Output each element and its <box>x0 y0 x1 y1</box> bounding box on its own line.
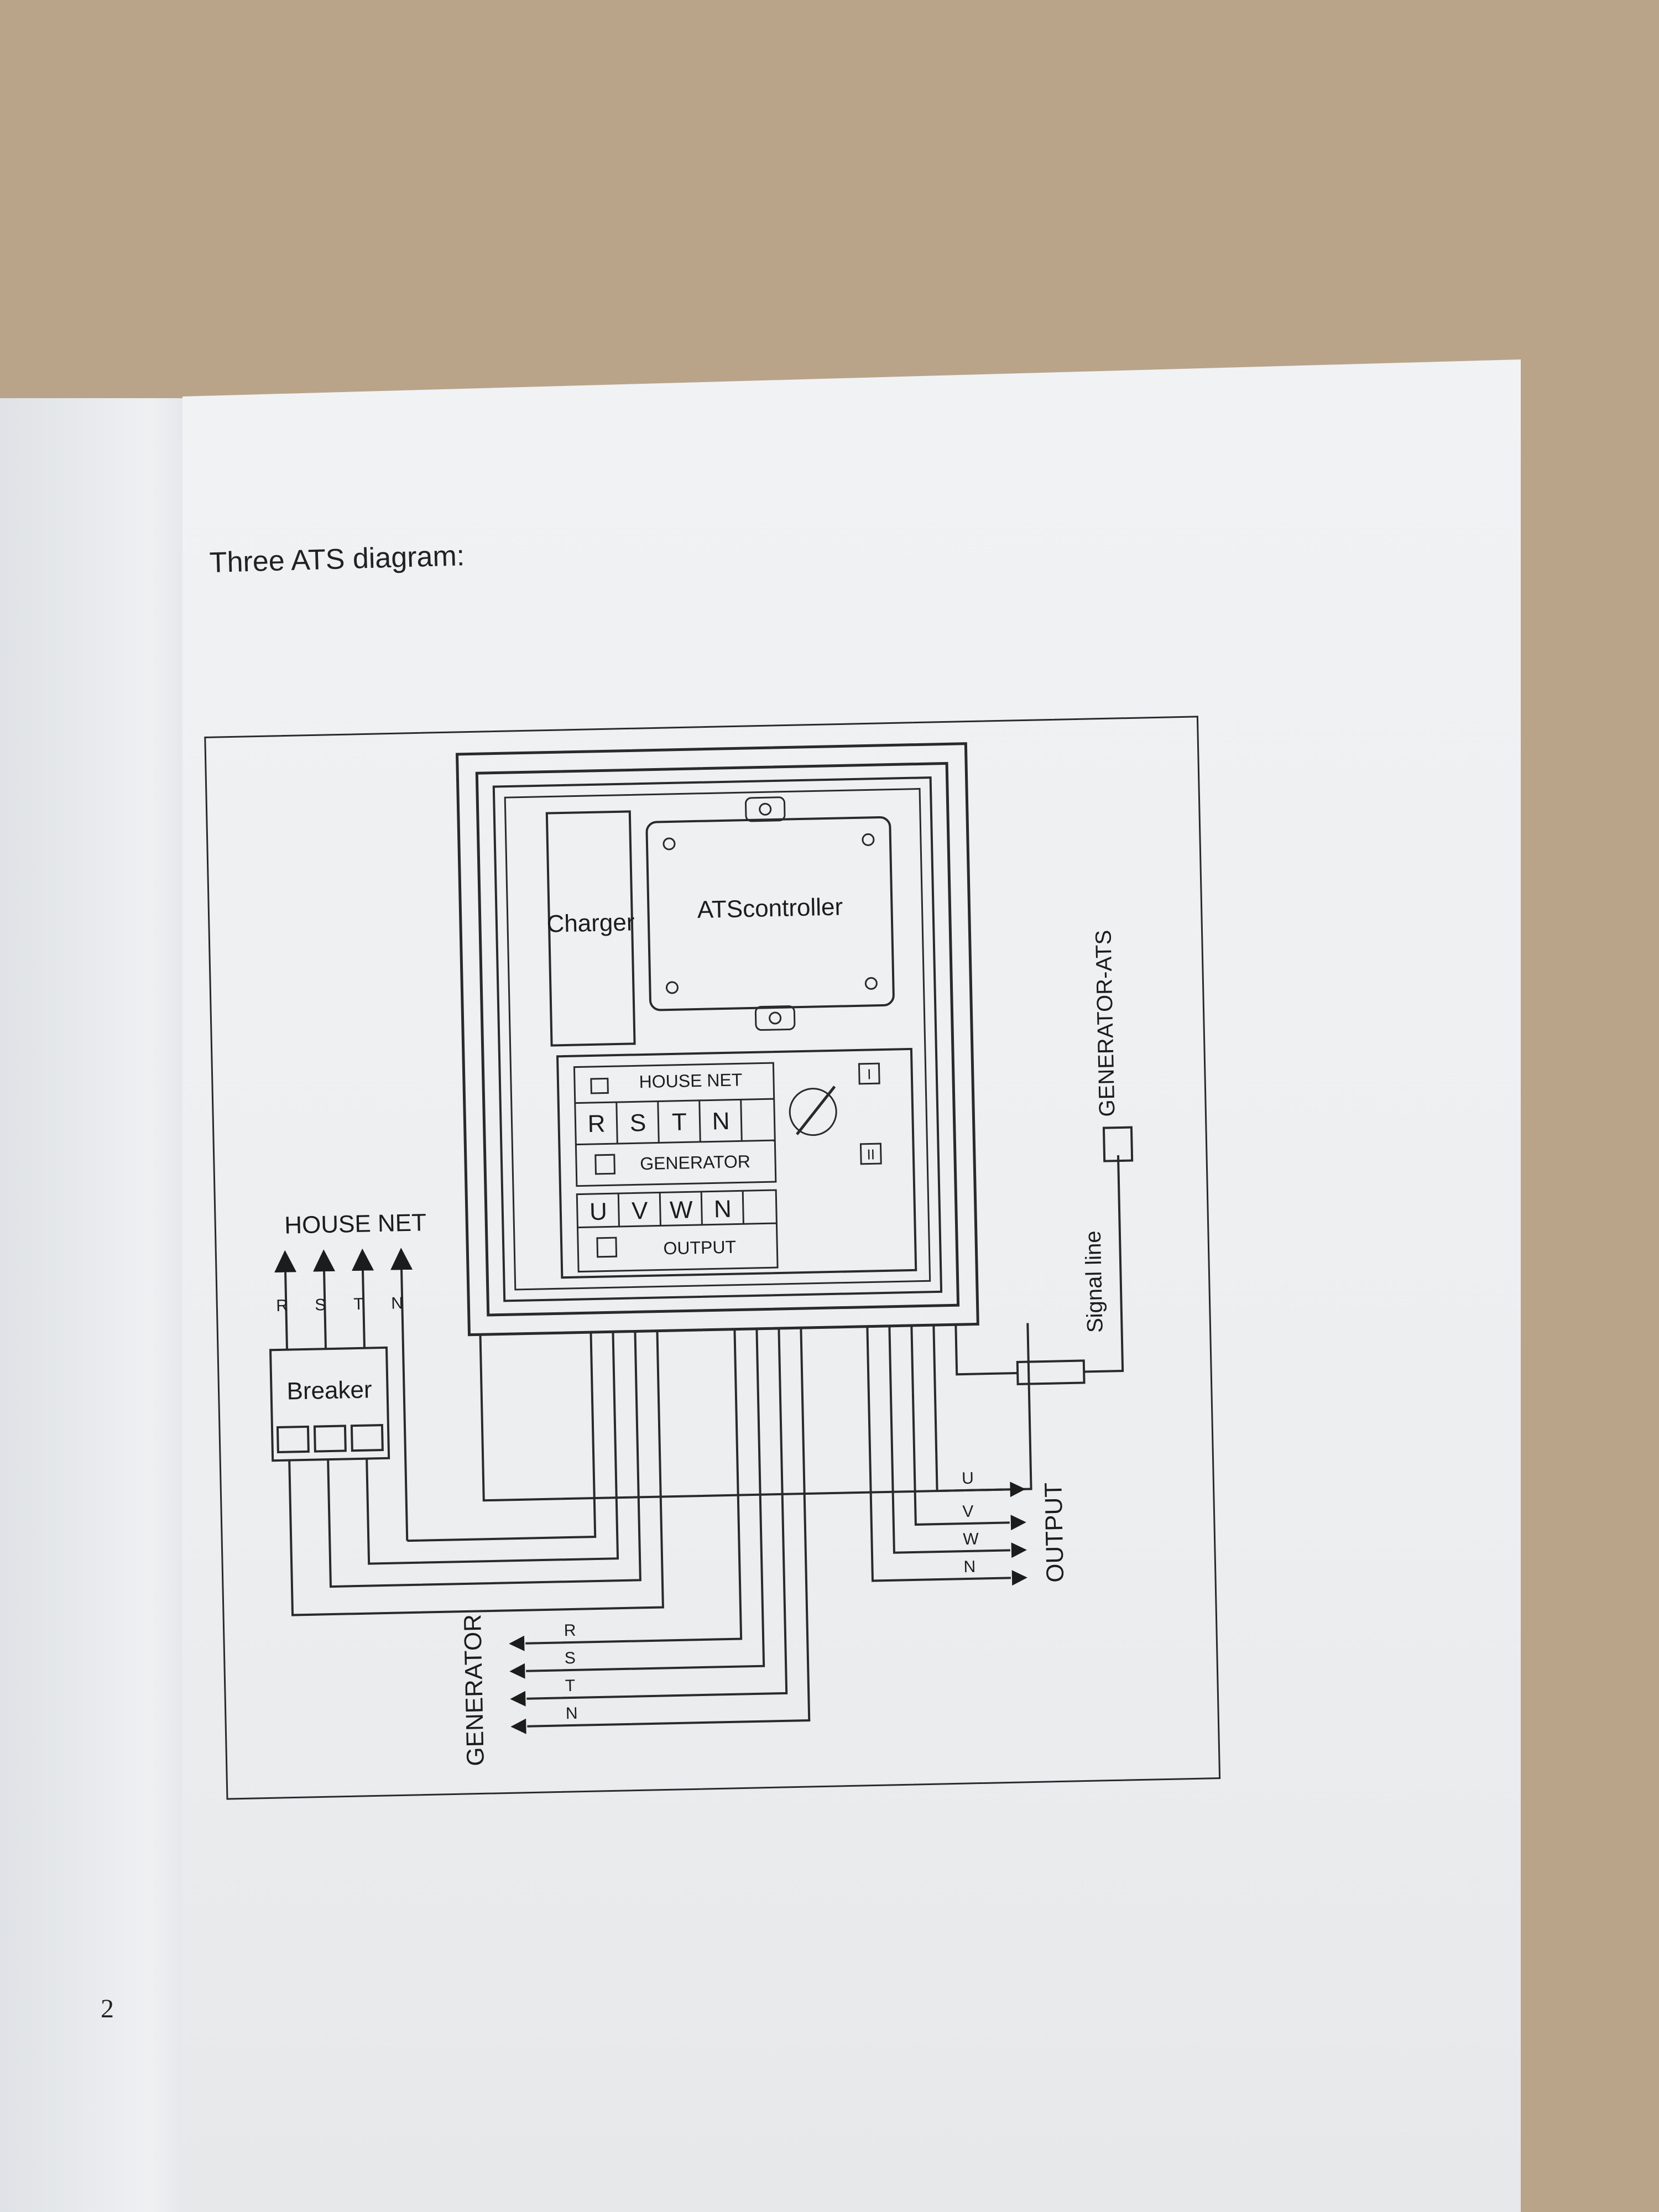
output-label: OUTPUT <box>1040 1482 1069 1583</box>
cabinet-outline <box>455 742 979 1337</box>
output-arrows <box>1010 1481 1027 1586</box>
divider <box>575 1098 774 1104</box>
generator-ats-label: GENERATOR-ATS <box>1091 930 1119 1117</box>
cabinet-inner-1 <box>475 761 960 1317</box>
terminal-r: R <box>587 1110 606 1138</box>
house-net-line-n: N <box>391 1294 403 1312</box>
divider <box>576 1139 775 1146</box>
divider <box>617 1193 620 1227</box>
selector-switch <box>789 1088 837 1136</box>
switch-pos-2-box <box>859 1142 882 1165</box>
selector-handle <box>796 1086 836 1135</box>
screw-hole <box>862 833 875 846</box>
control-panel <box>556 1047 917 1279</box>
terminal-v: V <box>632 1197 649 1225</box>
left-page <box>0 398 188 2212</box>
charger-label: Charger <box>546 909 635 937</box>
screw-hole <box>662 837 676 851</box>
breaker-box <box>269 1346 390 1462</box>
house-net-line-s: S <box>315 1296 326 1314</box>
panel-output-label: OUTPUT <box>663 1237 736 1259</box>
house-net-line-r: R <box>276 1297 288 1315</box>
breaker-pole <box>276 1425 310 1454</box>
terminal-t: T <box>672 1108 687 1136</box>
output-line-n: N <box>963 1558 975 1576</box>
panel-house-net-label: HOUSE NET <box>639 1070 742 1092</box>
divider <box>615 1102 618 1144</box>
house-net-label: HOUSE NET <box>284 1209 427 1239</box>
mount-hole-bottom <box>769 1011 782 1025</box>
generator-line-n: N <box>566 1704 578 1723</box>
breaker-label: Breaker <box>286 1376 372 1405</box>
output-line-w: W <box>963 1530 979 1549</box>
panel-generator-label: GENERATOR <box>640 1151 750 1173</box>
switch-pos-2: II <box>867 1146 875 1162</box>
divider <box>577 1222 777 1229</box>
output-wires <box>866 1325 1011 1582</box>
generator-line-r: R <box>564 1621 576 1640</box>
mount-tab-top <box>745 796 786 822</box>
mount-tab-bottom <box>754 1005 796 1031</box>
house-net-wires <box>288 1323 1032 1616</box>
charger-box <box>545 810 636 1047</box>
manual-page <box>182 359 1521 2212</box>
ats-controller-label: ATScontroller <box>697 893 843 924</box>
terminal-n-out: N <box>713 1196 732 1223</box>
signal-line <box>954 1126 1134 1386</box>
screw-hole <box>665 981 679 994</box>
house-net-line-t: T <box>353 1295 364 1313</box>
signal-line-label: Signal line <box>1081 1230 1108 1333</box>
mount-hole-top <box>759 802 772 816</box>
generator-line-t: T <box>565 1677 576 1695</box>
cabinet-inner-2 <box>492 776 943 1302</box>
output-line-u: U <box>962 1469 974 1488</box>
switch-pos-1-box <box>858 1062 880 1085</box>
house-net-arrows <box>274 1248 413 1541</box>
generator-icon <box>594 1154 616 1175</box>
switch-pos-1: I <box>867 1066 872 1082</box>
breaker-pole <box>350 1424 384 1452</box>
diagram-frame <box>204 716 1221 1800</box>
house-net-icon <box>590 1077 609 1094</box>
page-number: 2 <box>101 1994 114 2023</box>
terminal-w: W <box>670 1196 693 1224</box>
screw-hole <box>864 977 878 990</box>
generator-wires <box>525 1328 811 1728</box>
output-line-v: V <box>962 1503 974 1521</box>
divider <box>657 1101 660 1143</box>
output-icon <box>596 1237 618 1258</box>
terminal-u: U <box>589 1198 608 1225</box>
divider <box>698 1100 701 1142</box>
divider <box>700 1191 703 1225</box>
generator-arrows <box>509 1635 526 1734</box>
breaker-pole <box>313 1425 347 1453</box>
terminal-s: S <box>629 1109 646 1137</box>
divider <box>740 1099 743 1141</box>
ats-controller-box <box>645 816 895 1011</box>
generator-label: GENERATOR <box>459 1614 489 1767</box>
house-net-terminal-block <box>573 1062 777 1187</box>
generator-line-s: S <box>564 1649 576 1667</box>
terminal-n: N <box>712 1108 730 1135</box>
cabinet-inner-3 <box>504 787 931 1291</box>
output-terminal-block <box>576 1189 779 1273</box>
